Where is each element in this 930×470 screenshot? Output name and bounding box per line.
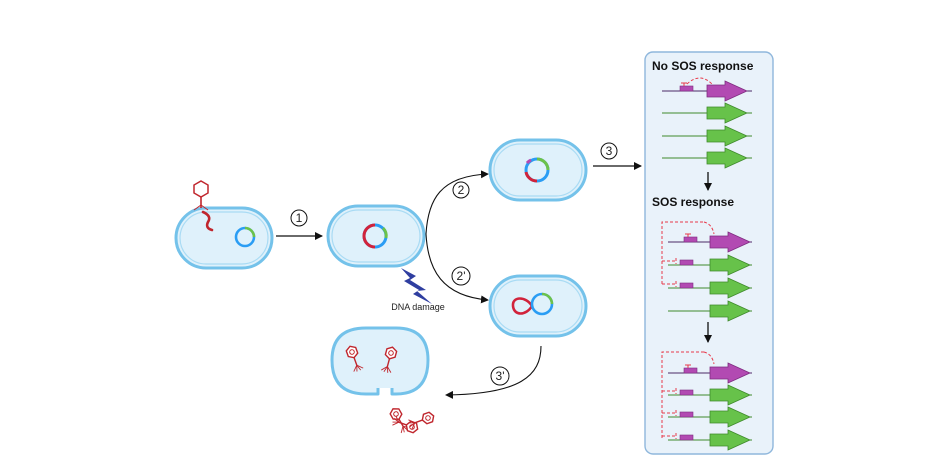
cell-infected bbox=[174, 206, 274, 270]
step-1-label: 1 bbox=[296, 211, 303, 225]
cell-lysogen bbox=[326, 204, 426, 268]
cell-induced bbox=[488, 274, 588, 338]
step-3-label: 3 bbox=[606, 144, 613, 158]
step-3prime-label: 3' bbox=[496, 369, 505, 383]
prophage-genome-icon-2 bbox=[524, 157, 550, 183]
arrow-step-2prime bbox=[425, 233, 489, 304]
prophage-genome-icon bbox=[362, 223, 388, 249]
arrow-step-2 bbox=[425, 170, 489, 235]
step-2-badge bbox=[452, 181, 470, 199]
sos-title: SOS response bbox=[652, 195, 734, 209]
step-2prime-label: 2' bbox=[457, 269, 466, 283]
step-3-badge bbox=[600, 142, 618, 160]
excised-genome-icon bbox=[511, 292, 554, 316]
sos-gene-rows bbox=[661, 221, 752, 322]
no-sos-gene-rows bbox=[662, 77, 752, 169]
step-1-badge bbox=[290, 209, 308, 227]
no-sos-title: No SOS response bbox=[652, 59, 754, 73]
arrow-step-3prime bbox=[445, 345, 542, 399]
step-3prime-badge bbox=[490, 366, 510, 386]
step-2prime-badge bbox=[451, 266, 471, 286]
dna-damage-lightning-icon bbox=[401, 268, 432, 304]
cell-lysed bbox=[330, 326, 430, 396]
cell-stable-lysogen bbox=[488, 138, 588, 202]
full-sos-gene-rows bbox=[661, 351, 752, 451]
bacterial-plasmid-icon bbox=[234, 226, 256, 248]
step-2-label: 2 bbox=[458, 183, 465, 197]
dna-damage-label: DNA damage bbox=[391, 302, 445, 312]
infecting-phage-icon bbox=[193, 180, 214, 232]
sos-panel bbox=[644, 51, 774, 455]
